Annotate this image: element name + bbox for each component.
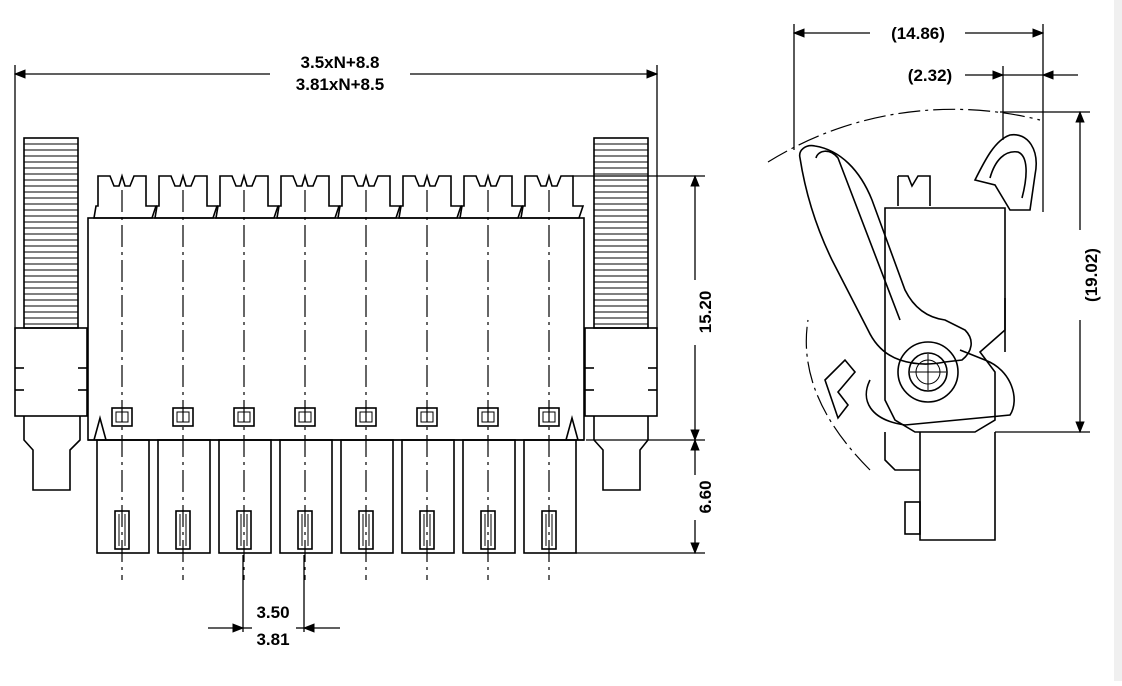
pin-length-label: 6.60 [696,480,715,513]
housing-foot-left [93,414,107,441]
lever-open-position [973,133,1037,211]
pin-contact-block [462,439,516,554]
lever-swing-arc [767,108,1041,163]
left-latch [14,137,88,491]
pin-top-clamp [93,173,158,219]
front-view [14,137,658,580]
pin-top-clamp [154,173,219,219]
body-height-label: 15.20 [696,291,715,334]
front-dimensions [13,65,705,633]
side-housing [884,207,1006,433]
side-offset-label: (2.32) [908,66,952,85]
housing-body [87,217,585,441]
pin-bottom-contacts [96,439,577,554]
pin-top-clamp [459,173,524,219]
side-dimensions [792,24,1090,434]
overall-width-label-35: 3.5xN+8.8 [301,53,380,72]
pin-top-clamp [520,173,585,219]
right-latch-ribs [594,143,648,325]
side-height-label: (19.02) [1082,248,1101,302]
side-lever-arm [798,144,972,365]
side-depth-label: (14.86) [891,24,945,43]
pin-contact-block [218,439,272,554]
pin-contact-block [279,439,333,554]
pin-contact-block [96,439,150,554]
right-latch [584,137,658,491]
pin-centerlines [121,190,550,580]
pin-top-clamp [215,173,280,219]
pin-top-clamp [276,173,341,219]
housing-foot-right [565,414,579,441]
pin-contact-block [340,439,394,554]
pin-contact-block [157,439,211,554]
pivot-outer [897,341,959,403]
pin-contact-block [523,439,577,554]
pin-contact-block [401,439,455,554]
left-latch-ribs [24,143,78,325]
scrollbar[interactable] [1114,0,1122,681]
pin-top-clamps [93,173,585,219]
pin-top-clamp [337,173,402,219]
overall-width-label-381: 3.81xN+8.5 [296,75,384,94]
pin-windows [93,407,579,441]
pitch-label-35: 3.50 [256,603,289,622]
pin-top-clamp [398,173,463,219]
side-pin-block [919,432,996,541]
side-view [767,108,1041,541]
pitch-label-381: 3.81 [256,630,289,649]
